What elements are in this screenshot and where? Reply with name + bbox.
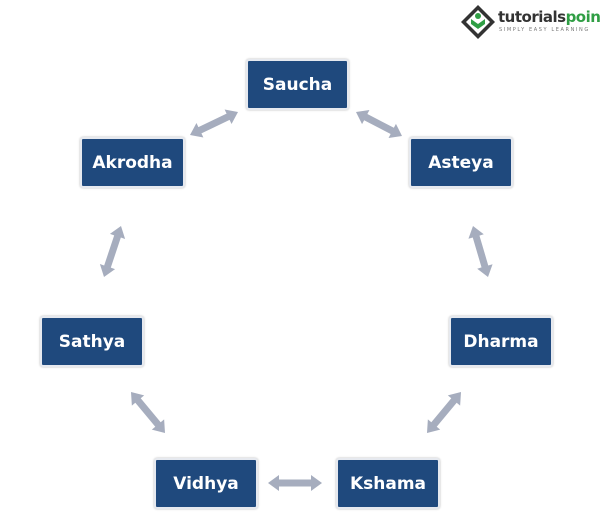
- double-arrow-dharma-kshama: [427, 392, 461, 433]
- node-akrodha: Akrodha: [80, 137, 185, 188]
- double-arrow-akrodha-sathya: [99, 226, 126, 277]
- logo-name-b: point: [565, 8, 600, 26]
- double-arrow-saucha-akrodha: [190, 109, 238, 138]
- double-arrow-asteya-dharma: [468, 226, 493, 277]
- node-sathya: Sathya: [40, 316, 144, 367]
- tutorialspoint-logo: tutorialspoint SIMPLY EASY LEARNING: [460, 2, 600, 42]
- node-dharma: Dharma: [449, 316, 553, 367]
- logo-name-a: tutorials: [498, 8, 566, 26]
- node-vidhya: Vidhya: [154, 458, 258, 509]
- node-kshama: Kshama: [336, 458, 440, 509]
- node-saucha: Saucha: [246, 59, 349, 110]
- double-arrow-vidhya-kshama: [268, 475, 322, 491]
- node-asteya: Asteya: [409, 137, 513, 188]
- double-arrow-saucha-asteya: [356, 109, 402, 139]
- logo-tagline: SIMPLY EASY LEARNING: [499, 27, 590, 33]
- double-arrow-sathya-vidhya: [131, 392, 165, 433]
- logo-icon: [461, 5, 495, 39]
